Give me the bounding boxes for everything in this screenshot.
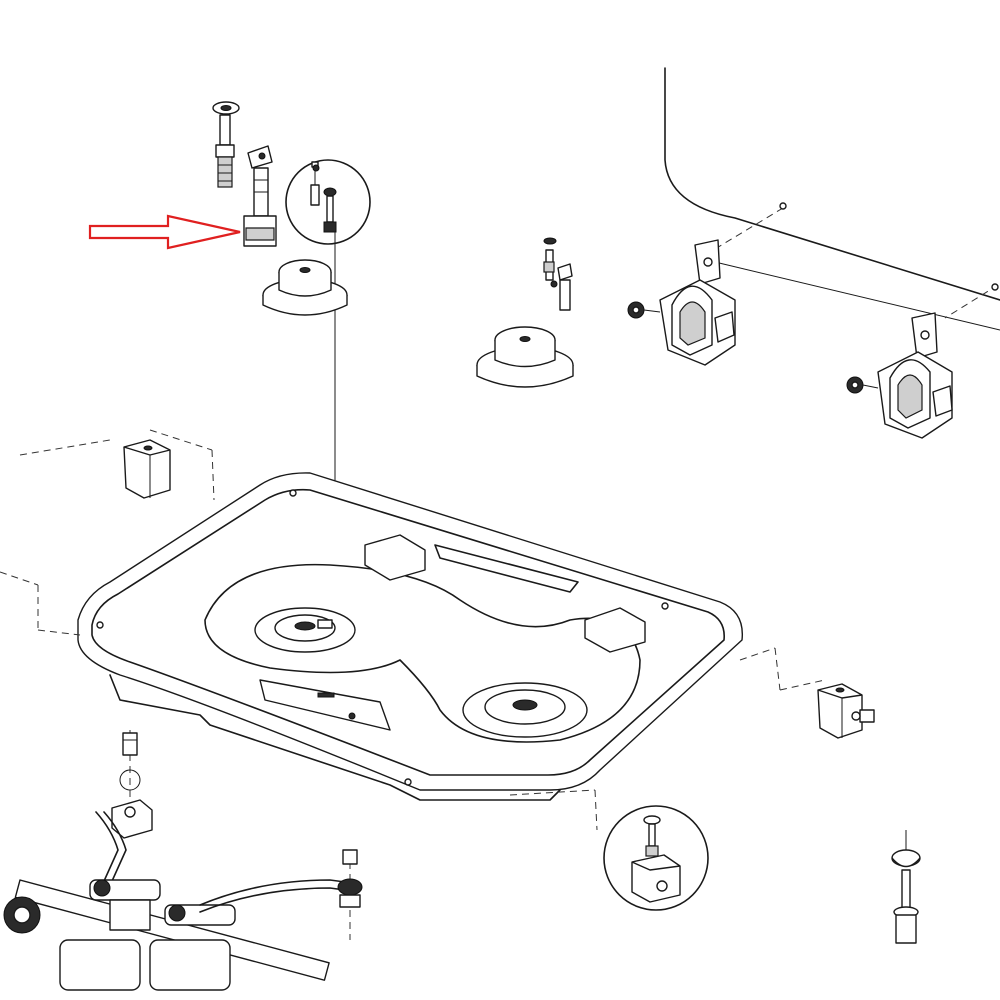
gas-valve-assembly <box>3 730 363 991</box>
highlight-arrow <box>88 214 241 250</box>
clip-left <box>19 429 215 501</box>
burner-cap-left <box>262 259 348 316</box>
pan-support-foot <box>891 830 921 944</box>
lid-hinge-right <box>846 312 953 439</box>
clip-right <box>817 683 875 739</box>
tray-guides <box>0 571 826 831</box>
ignition-electrode-left <box>212 101 240 188</box>
detail-circle-left <box>285 159 371 245</box>
lid-hinge-left <box>627 239 736 366</box>
knob-bracket <box>603 805 709 911</box>
burner-cap-right <box>476 326 574 388</box>
hob-tray <box>77 472 744 801</box>
thermocouple-left-highlighted <box>243 145 277 247</box>
electrode-right <box>543 237 573 311</box>
